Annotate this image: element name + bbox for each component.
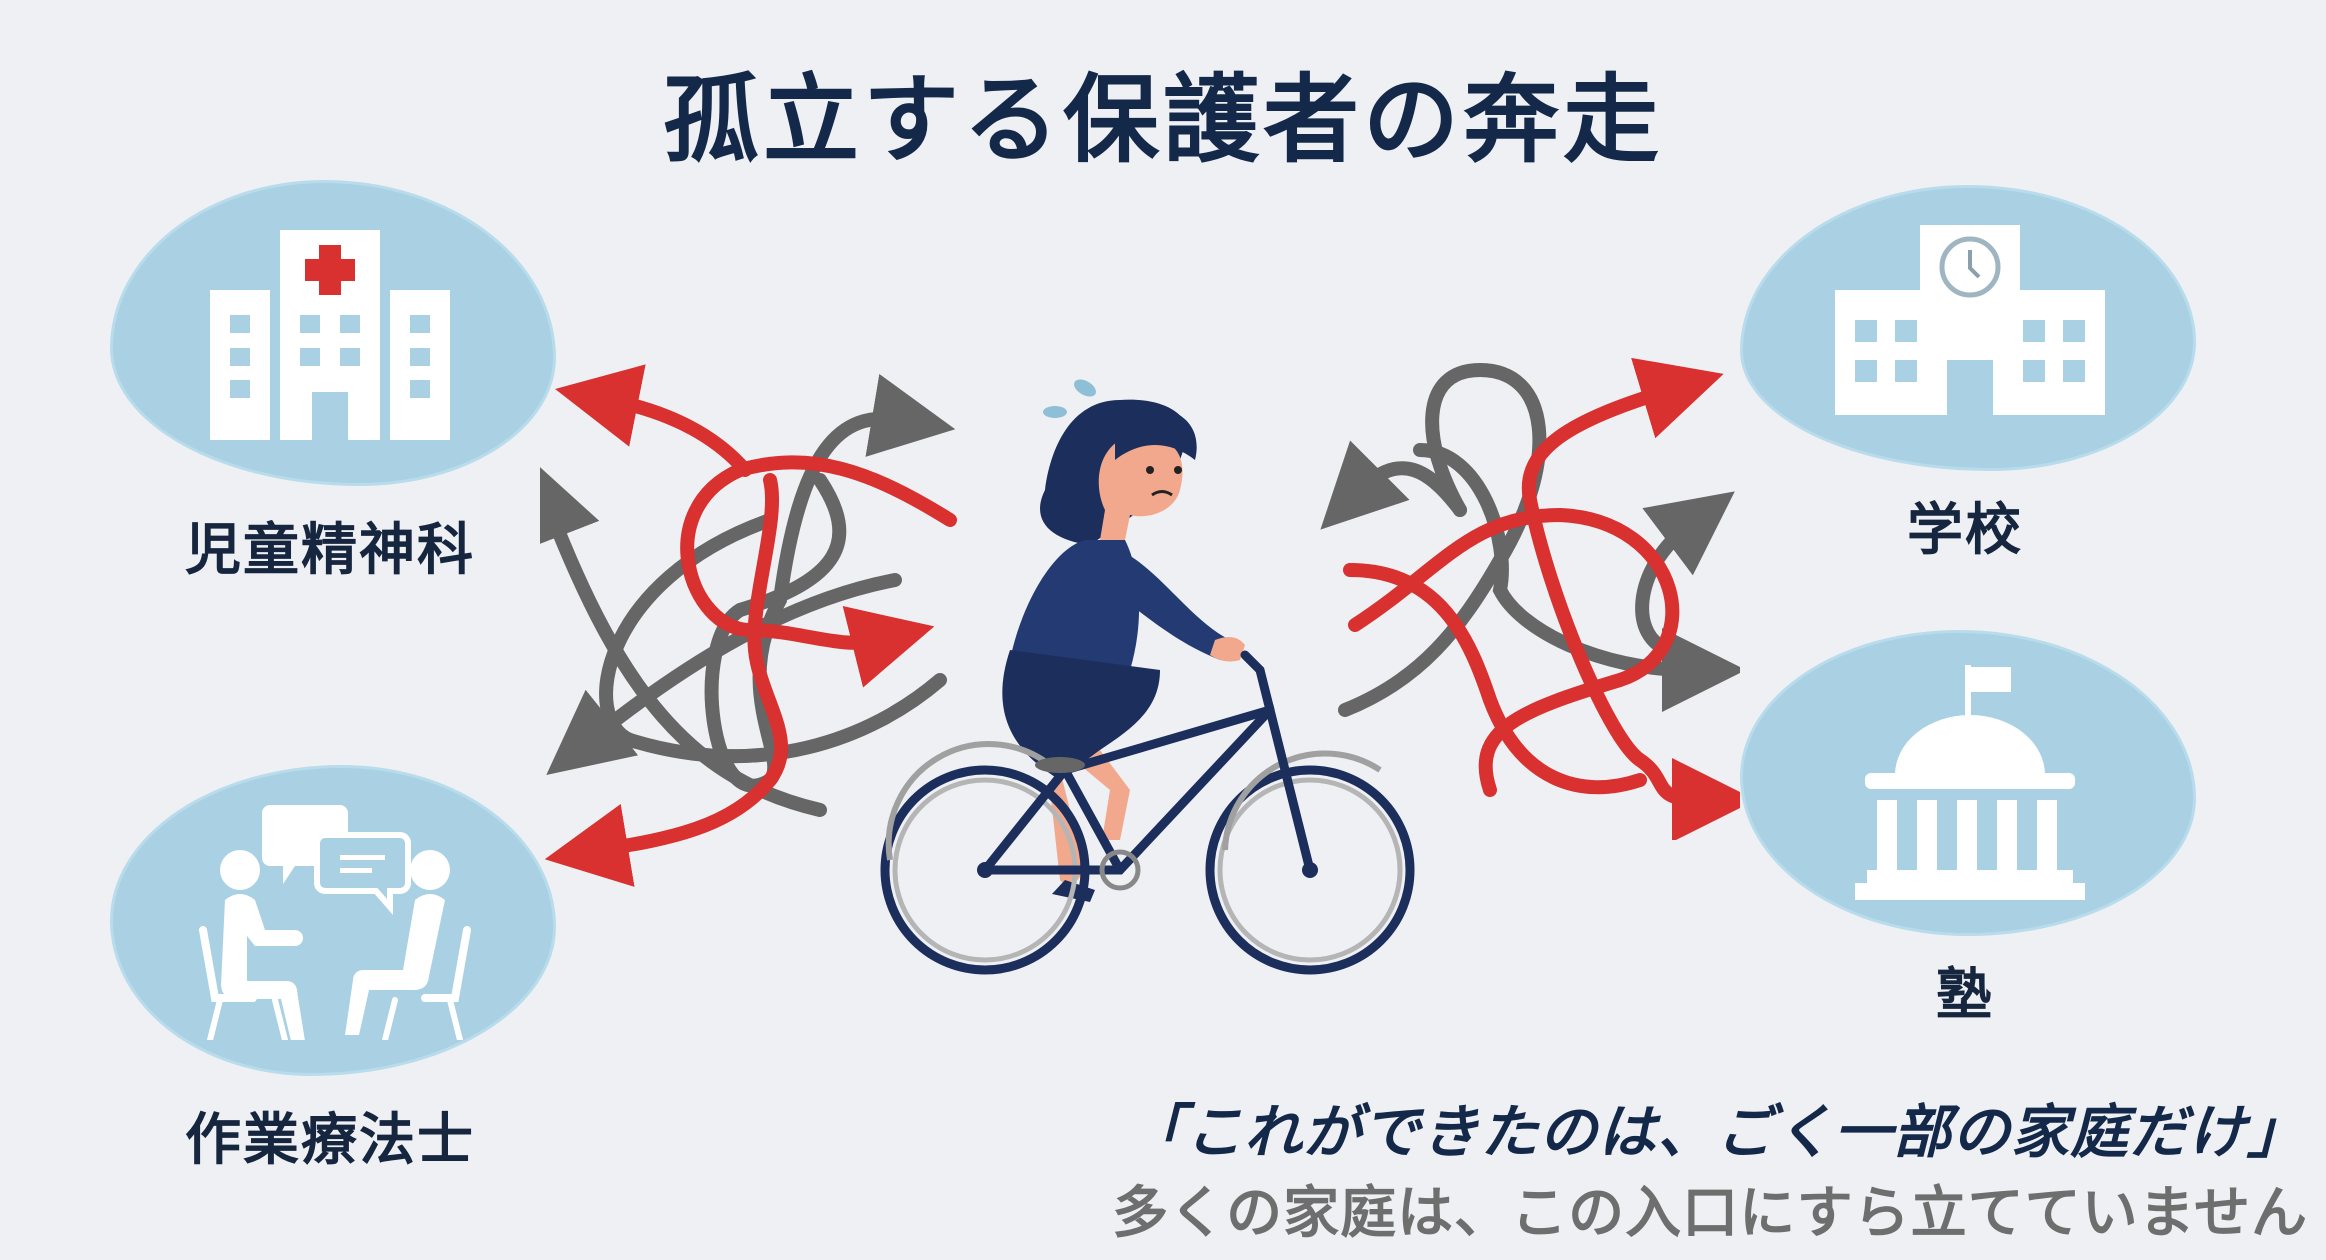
institution-icon xyxy=(1855,665,2085,900)
node-label: 学校 xyxy=(1907,498,2023,563)
counseling-icon xyxy=(199,805,471,1040)
node-label: 児童精神科 xyxy=(185,518,475,583)
node-occupational-therapist: 作業療法士 xyxy=(100,765,560,1185)
tangled-arrows-left-icon xyxy=(540,364,957,887)
school-icon xyxy=(1835,225,2105,415)
node-label: 塾 xyxy=(1936,963,1994,1028)
node-child-psychiatry: 児童精神科 xyxy=(100,180,560,600)
page-title: 孤立する保護者の奔走 xyxy=(663,64,1663,176)
quote-text: 「これができたのは、ごく一部の家庭だけ」 xyxy=(1125,1098,2306,1166)
tangled-arrows-right-icon xyxy=(1320,357,1740,840)
stressed-parent-on-bicycle-icon xyxy=(880,379,1415,975)
node-cram-school: 塾 xyxy=(1730,630,2200,1050)
node-school: 学校 xyxy=(1730,185,2200,585)
hospital-icon xyxy=(210,230,450,440)
subtext: 多くの家庭は、この入口にすら立てていません xyxy=(1112,1181,2308,1246)
node-label: 作業療法士 xyxy=(185,1108,475,1173)
